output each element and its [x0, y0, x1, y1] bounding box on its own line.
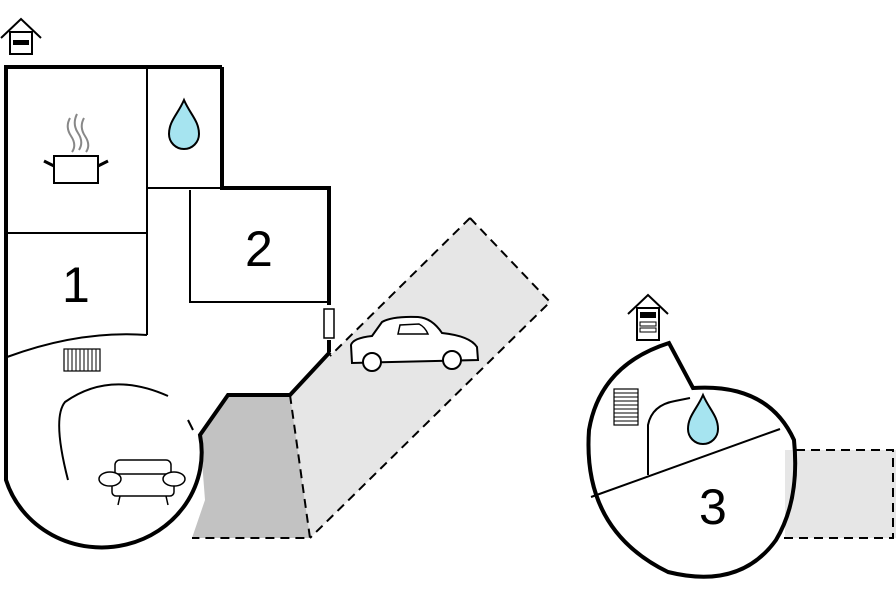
- parking-area-border: [309, 217, 552, 539]
- parking-area: [290, 218, 550, 538]
- water-drop-icon: [686, 392, 720, 445]
- parking-area-right-border: [776, 449, 894, 539]
- building-3-walls: [586, 340, 798, 579]
- room-3-divider-wall: [590, 428, 781, 498]
- car-icon: [349, 315, 480, 372]
- cooking-pot-icon: [43, 113, 109, 184]
- building-annex-walls: [220, 67, 331, 305]
- living-area-arc: [58, 383, 169, 481]
- room-number-3: 3: [699, 479, 727, 535]
- room-2-walls: [189, 190, 329, 303]
- radiator-icon: [63, 348, 101, 372]
- room-number-1: 1: [62, 257, 90, 313]
- house-entrance-icon: [627, 293, 669, 341]
- room-1-curved-wall: [6, 333, 148, 358]
- terrace-border: [192, 394, 312, 539]
- building-main-walls: [4, 65, 332, 550]
- terrace: [192, 395, 310, 538]
- door-icon: [323, 308, 335, 339]
- house-entrance-icon: [0, 17, 42, 55]
- room-number-2: 2: [245, 221, 273, 277]
- water-drop-icon: [167, 97, 201, 150]
- parking-area-right: [785, 450, 896, 538]
- bathroom-3-wall: [647, 397, 691, 475]
- sofa-icon: [98, 459, 186, 506]
- radiator-icon: [613, 388, 639, 426]
- living-area-wall: [187, 419, 194, 431]
